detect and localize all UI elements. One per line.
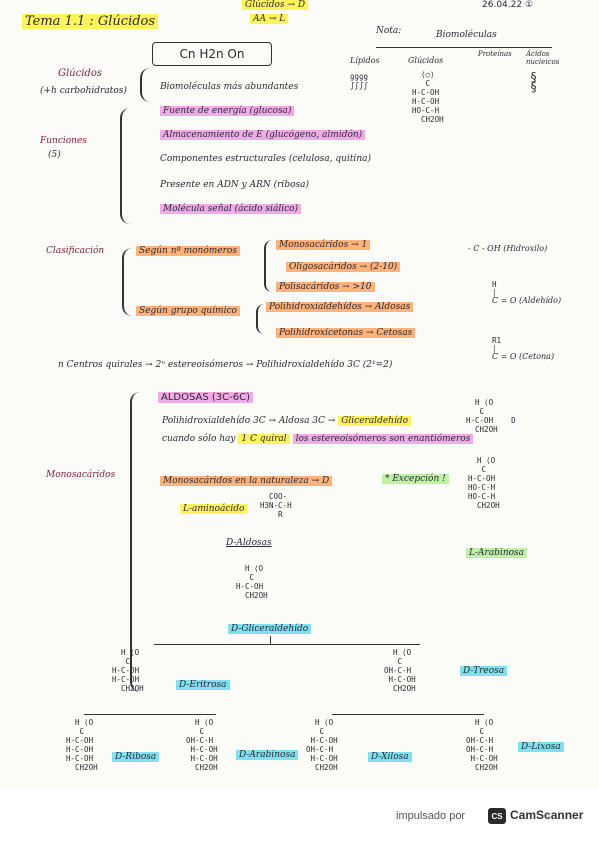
brace-grupo [256,304,264,334]
excepcion-label: * Excepción ! [382,474,449,484]
aldosas-line1: Polihidroxialdehído 3C → Aldosa 3C → Gli… [162,416,412,426]
nota-label: Nota: [376,26,402,36]
nota-col-acidos: Ácidos nucleicos [526,50,560,66]
mono-line: Monosacáridos → 1 [276,240,371,250]
d-gliceraldehido-label: D-Gliceraldehído [228,624,312,634]
glucidos-label: Glúcidos [58,68,102,79]
top-note-1: Glúcidos → D [242,0,309,10]
d-ribosa-mol: H ⟨O C H-C-OH H-C-OH H-C-OH CH2OH [66,718,98,772]
l-arabinosa-label: L-Arabinosa [466,548,528,558]
segun-monomeros: Según nº monómeros [136,246,240,256]
camscanner-brand: CamScanner [510,808,584,822]
aldosas-heading: ALDOSAS (3C-6C) [158,392,253,403]
cetona-mol: R1 │ [492,336,502,354]
page-title: Tema 1.1 : Glúcidos [22,14,159,29]
monosacaridos-label: Monosacáridos [46,470,116,480]
d-xilosa-mol: H ⟨O C H-C-OH OH-C-H H-C-OH CH2OH [306,718,338,772]
impulsado-label: impulsado por [396,810,466,822]
camscanner-logo-icon: CS [488,808,506,824]
d-treosa-label: D-Treosa [460,666,508,676]
biomoleculas-label: Biomoléculas [436,30,497,40]
brace-funciones [120,108,132,224]
brace-monosacaridos [130,392,146,692]
top-note-2: AA → L [250,14,289,24]
cetona-note: C = O (Cetona) [492,352,555,361]
d-ribosa-label: D-Ribosa [112,752,160,762]
polihidroxialdehidos-line: Polihidroxialdehídos → Aldosas [266,302,414,312]
d-arabinosa-label: D-Arabinosa [236,750,299,760]
d-lixosa-mol: H ⟨O C OH-C-H OH-C-H H-C-OH CH2OH [466,718,498,772]
brace-glucidos [140,68,150,102]
date: 26.04.22 ① [482,0,534,10]
d-treosa-mol: H ⟨O C OH-C-H H-C-OH CH2OH [384,648,416,693]
lipidos-drawing: ƍƍƍƍ ʃʃʃʃ [350,72,369,90]
funciones-label: Funciones [40,136,87,146]
brace-monomeros [264,240,272,292]
tree-line-l1 [154,644,420,645]
intro-line-3: Almacenamiento de E (glucógeno, almidón) [160,130,366,140]
carbohidratos-label: (+h carbohidratos) [40,86,127,96]
aldosas-line2: cuando sólo hay 1 C quiral los estereois… [162,434,474,444]
formula-box: Cn H2n On [152,42,272,66]
d-xilosa-label: D-Xilosa [368,752,412,762]
nota-line [376,47,552,48]
oligo-line: Oligosacáridos → (2-10) [286,262,401,272]
segun-grupo: Según grupo químico [136,306,240,316]
glucidos-molecule: ⟨○⟩ C H-C-OH H-C-OH HO-C-H CH2OH [412,70,444,124]
naturaleza-line: Monosacáridos en la naturaleza → D [160,476,333,486]
intro-line-4: Componentes estructurales (celulosa, qui… [160,154,371,164]
nota-col-glucidos: Glúcidos [408,56,444,65]
centros-quirales: n Centros quirales → 2ⁿ estereoisómeros … [58,360,393,370]
intro-line-6: Molécula señal (ácido siálico) [160,204,302,214]
scanner-footer: impulsado por CS CamScanner [0,790,599,848]
aminoacido-mol: COO- H3N-C-H R [260,492,292,519]
intro-line-1: Biomoléculas más abundantes [160,82,299,92]
clasificacion-label: Clasificación [46,246,105,256]
hidroxilo-note: - C - OH (Hidroxilo) [468,244,548,253]
d-lixosa-label: D-Lixosa [518,742,564,752]
intro-line-2: Fuente de energía (glucosa) [160,106,295,116]
d-gliceraldehido-mol: H ⟨O C H-C-OH CH2OH [236,564,268,600]
gliceraldehido-mol: H ⟨O C H-C-OH D CH2OH [466,398,516,434]
funciones-count: (5) [48,150,61,160]
tree-stem-l1 [270,636,271,644]
d-eritrosa-mol: H ⟨O C H-C-OH H-C-OH CH2OH [112,648,144,693]
polihidroxicetonas-line: Polihidroxicetonas → Cetosas [276,328,416,338]
poli-line: Polisacáridos → >10 [276,282,375,292]
tree-line-l2-left [84,714,216,715]
aldehido-note: C = O (Aldehído) [492,296,562,305]
l-aminoacido: L-aminoácido [180,504,248,514]
nota-col-proteinas: Proteínas [478,50,512,58]
tree-line-l2-right [332,714,484,715]
intro-line-5: Presente en ADN y ARN (ribosa) [160,180,309,190]
nota-col-lipidos: Lípidos [350,56,380,65]
brace-clasificacion [122,248,132,316]
d-aldosas-label: D-Aldosas [226,538,272,548]
dna-icon: § § [530,70,538,94]
aldehido-mol: H │ [492,280,497,298]
d-arabinosa-mol: H ⟨O C OH-C-H H-C-OH H-C-OH CH2OH [186,718,218,772]
l-arabinosa-mol: H ⟨O C H-C-OH HO-C-H HO-C-H CH2OH [468,456,500,510]
d-eritrosa-label: D-Eritrosa [176,680,230,690]
